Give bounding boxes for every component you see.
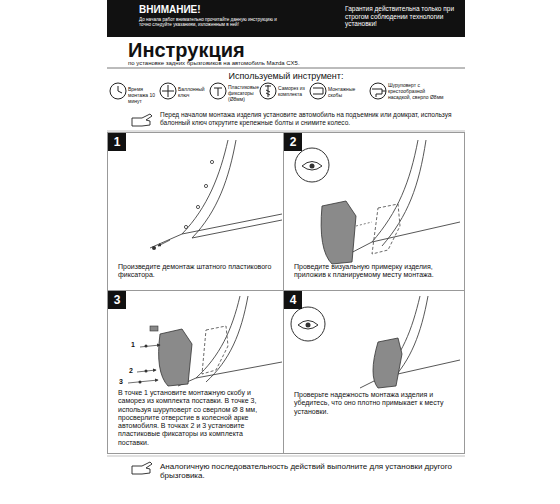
- warning-bar: ВНИМАНИЕ!До начала работ внимательно про…: [107, 0, 465, 37]
- rule: [107, 68, 465, 69]
- step-number: 4: [284, 291, 302, 309]
- step-number: 1: [108, 133, 126, 151]
- wheel-arch: [150, 140, 282, 248]
- callout-number: 3: [119, 378, 127, 386]
- wheel-arch: [345, 140, 460, 256]
- eye-icon: [291, 307, 325, 341]
- callout-number: 2: [129, 367, 137, 375]
- step-panel: 4Проверьте надежность монтажа изделия и …: [283, 290, 465, 454]
- tool-label: Саморез из комплекта: [278, 86, 314, 98]
- mudflap: [373, 338, 402, 388]
- fit-outline: [202, 326, 228, 374]
- wheel-arch: [178, 296, 282, 386]
- section-heading: Используемый инструмент:: [107, 71, 465, 82]
- step-text: Проверьте надежность монтажа изделия и у…: [294, 391, 454, 416]
- fixator: [139, 381, 142, 384]
- step-panel: 2Проведите визуальную примерку изделия, …: [283, 132, 465, 291]
- step-text: В точке 1 установите монтажную скобу и с…: [118, 389, 273, 447]
- warning-heading: ВНИМАНИЕ!: [139, 4, 289, 16]
- fit-guide: [356, 222, 372, 226]
- step-panel: 3 В точке 1 установите монтажную скобу и …: [107, 290, 284, 454]
- title: Инструкция: [128, 39, 245, 63]
- wheel-arch: [360, 296, 460, 388]
- note: Перед началом монтажа изделия установите…: [160, 111, 460, 126]
- tool-label: Баллонный ключ: [178, 87, 214, 99]
- eye-pupil: [310, 164, 315, 169]
- subtitle: по установке задних брызговиков на автом…: [128, 60, 448, 67]
- fixator: [152, 246, 156, 250]
- step-text: Проведите визуальную примерку изделия, п…: [294, 263, 454, 280]
- eye-icon: [298, 321, 318, 330]
- tool-label: Шуруповерт с крестообразной насадкой, св…: [388, 83, 444, 101]
- leader-line: [128, 345, 160, 383]
- fixator: [145, 370, 148, 373]
- mounting-clip: [150, 326, 158, 331]
- eye-pupil: [306, 323, 311, 328]
- removal-arrow: [158, 240, 170, 246]
- tool-label: Монтажные скобы: [328, 87, 366, 99]
- eye-icon: [295, 148, 329, 182]
- tool-label: Пластиковые фиксаторы (Ø8мм): [228, 85, 264, 103]
- warning-note: До начала работ внимательно прочитайте д…: [139, 17, 289, 28]
- warning-bar: [107, 0, 465, 37]
- eye-icon: [302, 162, 322, 171]
- tool-label: Время монтажа 10 минут: [128, 87, 164, 105]
- fit-outline: [372, 204, 400, 254]
- step-number: 2: [284, 133, 302, 151]
- screw: [145, 345, 148, 348]
- mudflap: [321, 201, 356, 264]
- note: Аналогичную последовательность действий …: [160, 462, 460, 481]
- step-text: Произведите демонтаж штатного пластиково…: [118, 263, 273, 280]
- callout-number: 1: [131, 341, 139, 349]
- rule: [107, 456, 465, 457]
- step-number: 3: [108, 291, 126, 309]
- warning-note: Гарантия действительна только при строго…: [345, 5, 459, 28]
- step-panel: 1Произведите демонтаж штатного пластиков…: [107, 132, 284, 291]
- mudflap: [159, 329, 192, 386]
